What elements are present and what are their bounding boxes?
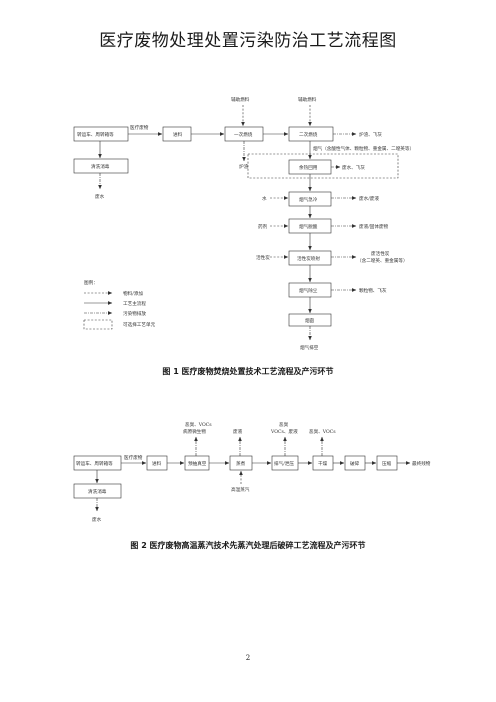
fig2-wastewater-label: 废水 [92,516,102,523]
fig2-top-steam: 废液 [233,428,243,435]
fig2-top-prevac-1: 恶臭、VOCs [185,421,212,428]
figure-1-caption: 图 1 医疗废物焚烧处置技术工艺流程及产污环节 [162,367,334,376]
fig1-dust-output: 颗粒物、飞灰 [359,287,387,294]
fig1-heat-label: 余热回用 [299,164,318,171]
fig2-steam-input-label: 高温蒸汽 [231,486,250,493]
fig1-heat-output: 废水、飞灰 [342,164,365,171]
fig2-feed-label: 进料 [152,460,162,467]
fig1-legend-item-3: 可选择工艺单元 [123,321,156,328]
fig1-deacid-output: 废液/固体废物 [359,223,389,230]
fig1-adsorb-label: 活性炭喷射 [297,255,320,262]
fig2-top-prevac-2: 病原微生物 [183,428,206,435]
fig2-dry-label: 干燥 [318,460,328,467]
fig2-medical-waste-label: 医疗废物 [124,454,143,461]
fig1-water-input-label: 水 [262,195,267,202]
fig2-crush-label: 破碎 [350,460,360,467]
fig1-optional-unit-frame [247,153,399,179]
aux-fuel-label-1: 辅助燃料 [231,96,250,103]
fig2-top-crush: 恶臭、VOCs [309,428,336,435]
fig1-clean-label: 清洗消毒 [91,163,110,170]
fig1-legend-item-0: 物料/添加 [123,290,143,297]
aux-fuel-label-2: 辅助燃料 [298,96,317,103]
fig1-clean-box [73,158,129,174]
fig1-cooling-output: 废水/废液 [359,195,379,202]
fig2-exhaust-label: 排气/泄压 [274,460,294,467]
fig1-legend-item-1: 工艺主流程 [123,300,146,307]
fig2-top-exhaust-1: 恶臭 [279,421,289,428]
fig1-transport-label: 转运车、周转箱等 [77,131,114,138]
fig2-clean-label: 清洗消毒 [88,488,107,495]
fig2-final-output: 最终残物 [412,460,431,467]
fig2-steam-label: 蒸煮 [236,460,246,467]
fig1-adsorb-output-2: （含二噁英、重金属等） [357,257,408,264]
fig1-cooling-label: 烟气急冷 [299,196,318,203]
fig1-emission-label: 烟气排空 [300,344,319,351]
fig1-legend-title: 图例： [84,279,98,286]
fig2-transport-label: 转运车、周转箱等 [76,460,113,467]
fig1-slag-label: 炉渣 [239,163,249,170]
fig1-medical-waste-label: 医疗废物 [130,124,149,131]
fig1-deacid-label: 烟气脱酸 [299,223,318,230]
fig2-compress-label: 压缩 [382,460,392,467]
page-title: 医疗废物处理处置污染防治工艺流程图 [99,31,397,51]
fig1-adsorb-output-1: 废活性炭 [371,250,390,257]
fig1-feed-label: 进料 [173,131,183,138]
fig1-primary-label: 一次燃烧 [234,131,253,138]
fig1-legend-item-2: 污染物排放 [123,310,146,317]
fig1-wastewater-label: 废水 [95,193,105,200]
fig1-stack-label: 烟囱 [305,317,315,324]
page-number: 2 [245,654,251,662]
fig1-secondary-output: 炉渣、飞灰 [359,131,382,138]
fig1-secondary-label: 二次燃烧 [299,131,318,138]
fig2-top-exhaust-2: VOCs、废液 [270,428,298,435]
fig2-clean-box [73,483,122,499]
figure-2-caption: 图 2 医疗废物高温蒸汽技术先蒸汽处理后破碎工艺流程及产污环节 [130,541,366,550]
fig2-pre-vacuum-label: 预抽真空 [188,460,207,467]
fig1-carbon-input-label: 活性炭 [256,254,270,261]
fig1-reagent-input-label: 药剂 [258,223,268,230]
fig1-dust-label: 烟气除尘 [299,287,318,294]
fig1-flue-gas-note: 烟气（含酸性气体、颗粒物、重金属、二噁英等） [313,145,414,152]
